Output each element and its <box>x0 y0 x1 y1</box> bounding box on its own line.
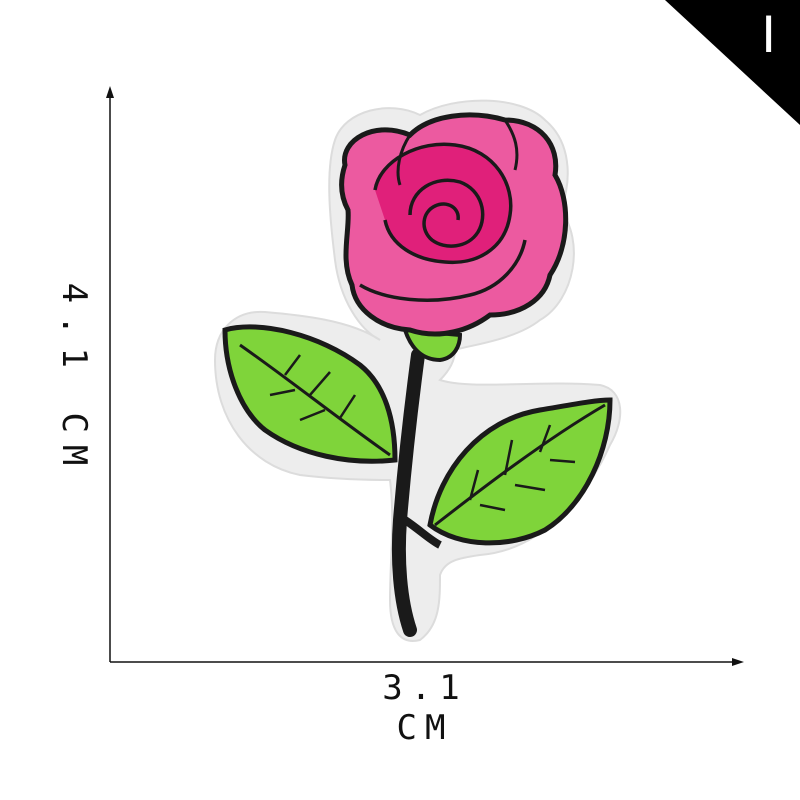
horizontal-axis-arrow <box>732 658 744 666</box>
corner-badge: I <box>665 0 800 125</box>
rose-stem <box>391 348 425 637</box>
corner-triangle <box>665 0 800 125</box>
right-leaf <box>427 397 613 546</box>
width-label: 3.1 CM <box>382 668 468 748</box>
left-leaf <box>222 324 398 464</box>
height-label: 4.1 CM <box>54 282 94 478</box>
rose-patch-image <box>213 99 622 642</box>
vertical-axis-arrow <box>106 86 114 98</box>
corner-badge-label: I <box>761 6 776 64</box>
rose-sepal <box>402 327 463 363</box>
rose-bloom <box>339 112 569 337</box>
